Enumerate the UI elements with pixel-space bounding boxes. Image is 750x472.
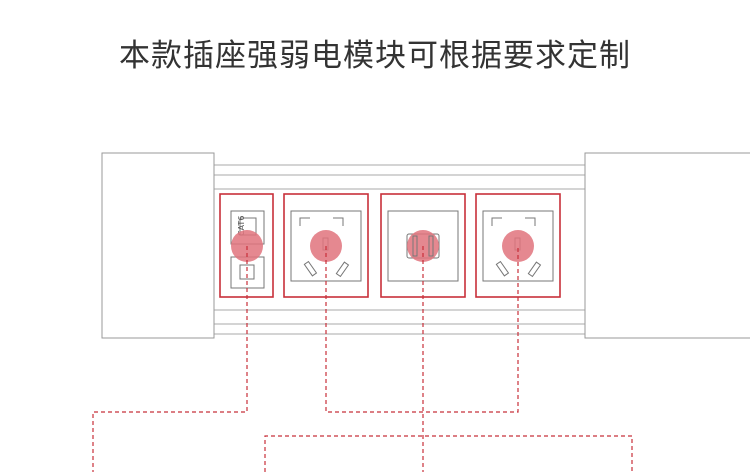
- left-end-cap: [101, 152, 215, 339]
- marker-dot: [502, 230, 534, 262]
- multi-socket-2: [475, 193, 561, 298]
- connector-lines: [92, 246, 633, 472]
- right-end-cap: [584, 152, 750, 339]
- cat6-label: CAT6: [237, 216, 246, 236]
- page-title: 本款插座强弱电模块可根据要求定制: [119, 38, 631, 74]
